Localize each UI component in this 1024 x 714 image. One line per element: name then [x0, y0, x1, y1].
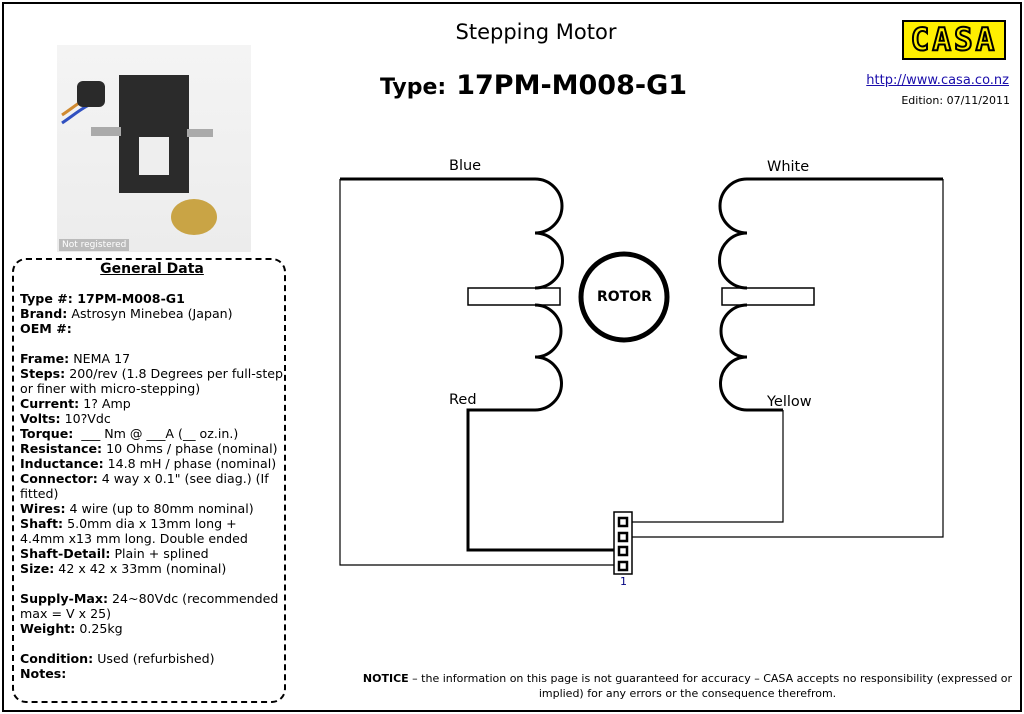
type-value: 17PM-M008-G1: [456, 70, 688, 101]
left-coil: [340, 177, 614, 552]
spec-row: Supply-Max: 24~80Vdc (recommended max = …: [20, 591, 279, 621]
motor-photo: Not registered: [57, 45, 251, 252]
watermark: Not registered: [59, 239, 130, 251]
website-link[interactable]: http://www.casa.co.nz: [866, 73, 1009, 88]
spec-row: Frame: NEMA 17: [20, 351, 131, 366]
notice: NOTICE – the information on this page is…: [362, 672, 1013, 700]
page-title: Stepping Motor: [455, 20, 617, 44]
spec-row: Weight: 0.25kg: [20, 621, 123, 636]
spec-row: Connector: 4 way x 0.1" (see diag.) (If …: [20, 471, 269, 501]
rotor: [578, 251, 670, 343]
general-data-panel: General Data Type #: 17PM-M008-G1 Brand:…: [12, 258, 286, 703]
wire-label-white: White: [767, 159, 810, 175]
pin-1-label: 1: [620, 575, 627, 588]
wire-label-blue: Blue: [449, 158, 482, 174]
spec-row: Shaft: 5.0mm dia x 13mm long + 4.4mm x13…: [20, 516, 248, 546]
spec-row: Notes:: [20, 666, 67, 681]
connector: [613, 511, 633, 575]
wire-label-red: Red: [449, 392, 477, 408]
spec-row: Shaft-Detail: Plain + splined: [20, 546, 209, 561]
connector-pin: [617, 545, 629, 557]
spec-row: OEM #:: [20, 321, 72, 336]
spec-row: Torque: ___ Nm @ ___A (__ oz.in.): [20, 426, 239, 441]
spec-row: Current: 1? Amp: [20, 396, 131, 411]
motor-type: Type: 17PM-M008-G1: [380, 70, 687, 101]
edition-date: Edition: 07/11/2011: [901, 94, 1010, 107]
spec-row: Resistance: 10 Ohms / phase (nominal): [20, 441, 278, 456]
connector-pin: [617, 516, 629, 528]
connector-pin: [617, 531, 629, 543]
type-label: Type:: [380, 75, 447, 100]
motor-image: [61, 75, 217, 235]
spec-row: Steps: 200/rev (1.8 Degrees per full-ste…: [20, 366, 284, 396]
left-center-tap: [467, 287, 561, 306]
wire-label-yellow: Yellow: [767, 394, 812, 410]
rotor-label: ROTOR: [597, 289, 652, 305]
right-coil: [718, 177, 943, 412]
general-data-heading: General Data: [100, 261, 204, 277]
spec-row: Type #: 17PM-M008-G1: [20, 291, 185, 306]
spec-row: Brand: Astrosyn Minebea (Japan): [20, 306, 233, 321]
spec-row: Wires: 4 wire (up to 80mm nominal): [20, 501, 254, 516]
spec-row: Inductance: 14.8 mH / phase (nominal): [20, 456, 277, 471]
casa-logo: CASA: [902, 20, 1006, 60]
right-center-tap: [721, 287, 815, 306]
spec-row: Volts: 10?Vdc: [20, 411, 111, 426]
connector-pin: [617, 560, 629, 572]
spec-row: Condition: Used (refurbished): [20, 651, 215, 666]
spec-row: Size: 42 x 42 x 33mm (nominal): [20, 561, 227, 576]
